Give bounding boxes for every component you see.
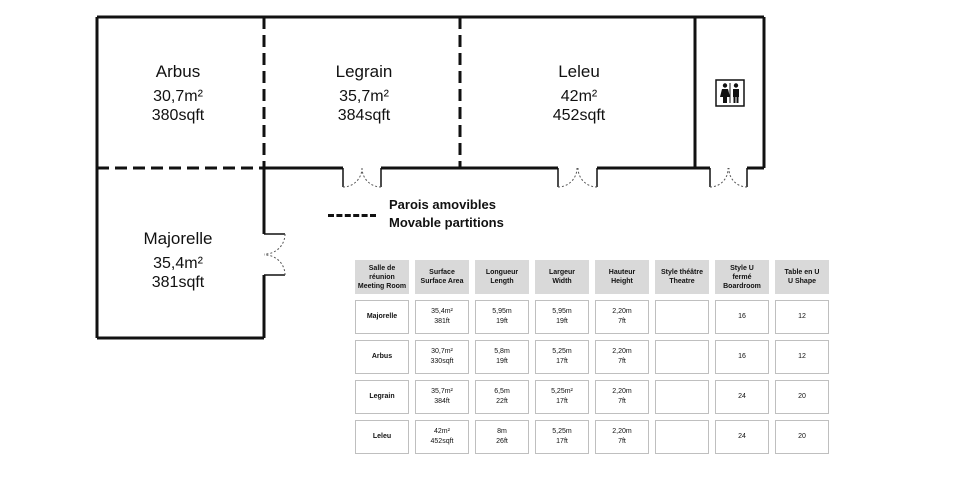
room-name: Legrain (335, 62, 393, 81)
cell-boardroom: 24 (715, 380, 769, 414)
room-area: 35,4m² (153, 255, 203, 272)
legend-dashed-line (328, 214, 376, 217)
cell-room: Arbus (355, 340, 409, 374)
cell-room: Legrain (355, 380, 409, 414)
room-sqft: 381sqft (151, 274, 205, 291)
room-name: Majorelle (143, 229, 213, 248)
door-icon-majorelle (263, 233, 286, 276)
cell-boardroom: 16 (715, 340, 769, 374)
room-label-majorelle: Majorelle 35,4m² 381sqft (144, 229, 213, 292)
cell-u-shape: 20 (775, 380, 829, 414)
room-label-leleu: Leleu 42m² 452sqft (553, 62, 605, 125)
legend: Parois amovibles Movable partitions (389, 196, 504, 232)
cell-theatre (655, 300, 709, 334)
room-label-arbus: Arbus 30,7m² 380sqft (152, 62, 204, 125)
cell-u-shape: 12 (775, 300, 829, 334)
doors (263, 167, 748, 276)
legend-label-fr: Parois amovibles (389, 197, 496, 212)
room-label-legrain: Legrain 35,7m² 384sqft (336, 62, 393, 125)
room-name: Leleu (558, 62, 600, 81)
door-icon-restroom (709, 167, 748, 188)
cell-room: Majorelle (355, 300, 409, 334)
cell-boardroom: 24 (715, 420, 769, 454)
cell-u-shape: 12 (775, 340, 829, 374)
door-icon-legrain (342, 167, 382, 188)
cell-u-shape: 20 (775, 420, 829, 454)
cell-theatre (655, 380, 709, 414)
legend-label-en: Movable partitions (389, 215, 504, 230)
room-area: 35,7m² (339, 88, 389, 105)
restroom-icon (715, 79, 745, 107)
room-name: Arbus (155, 62, 201, 81)
cell-theatre (655, 340, 709, 374)
cell-theatre (655, 420, 709, 454)
movable-partitions (97, 17, 462, 170)
cell-boardroom: 16 (715, 300, 769, 334)
room-area: 30,7m² (153, 88, 203, 105)
cell-room: Leleu (355, 420, 409, 454)
room-sqft: 380sqft (151, 107, 205, 124)
door-icon-leleu (557, 167, 598, 188)
room-sqft: 384sqft (337, 107, 391, 124)
room-area: 42m² (560, 88, 598, 105)
walls (95, 15, 766, 340)
room-sqft: 452sqft (552, 107, 606, 124)
